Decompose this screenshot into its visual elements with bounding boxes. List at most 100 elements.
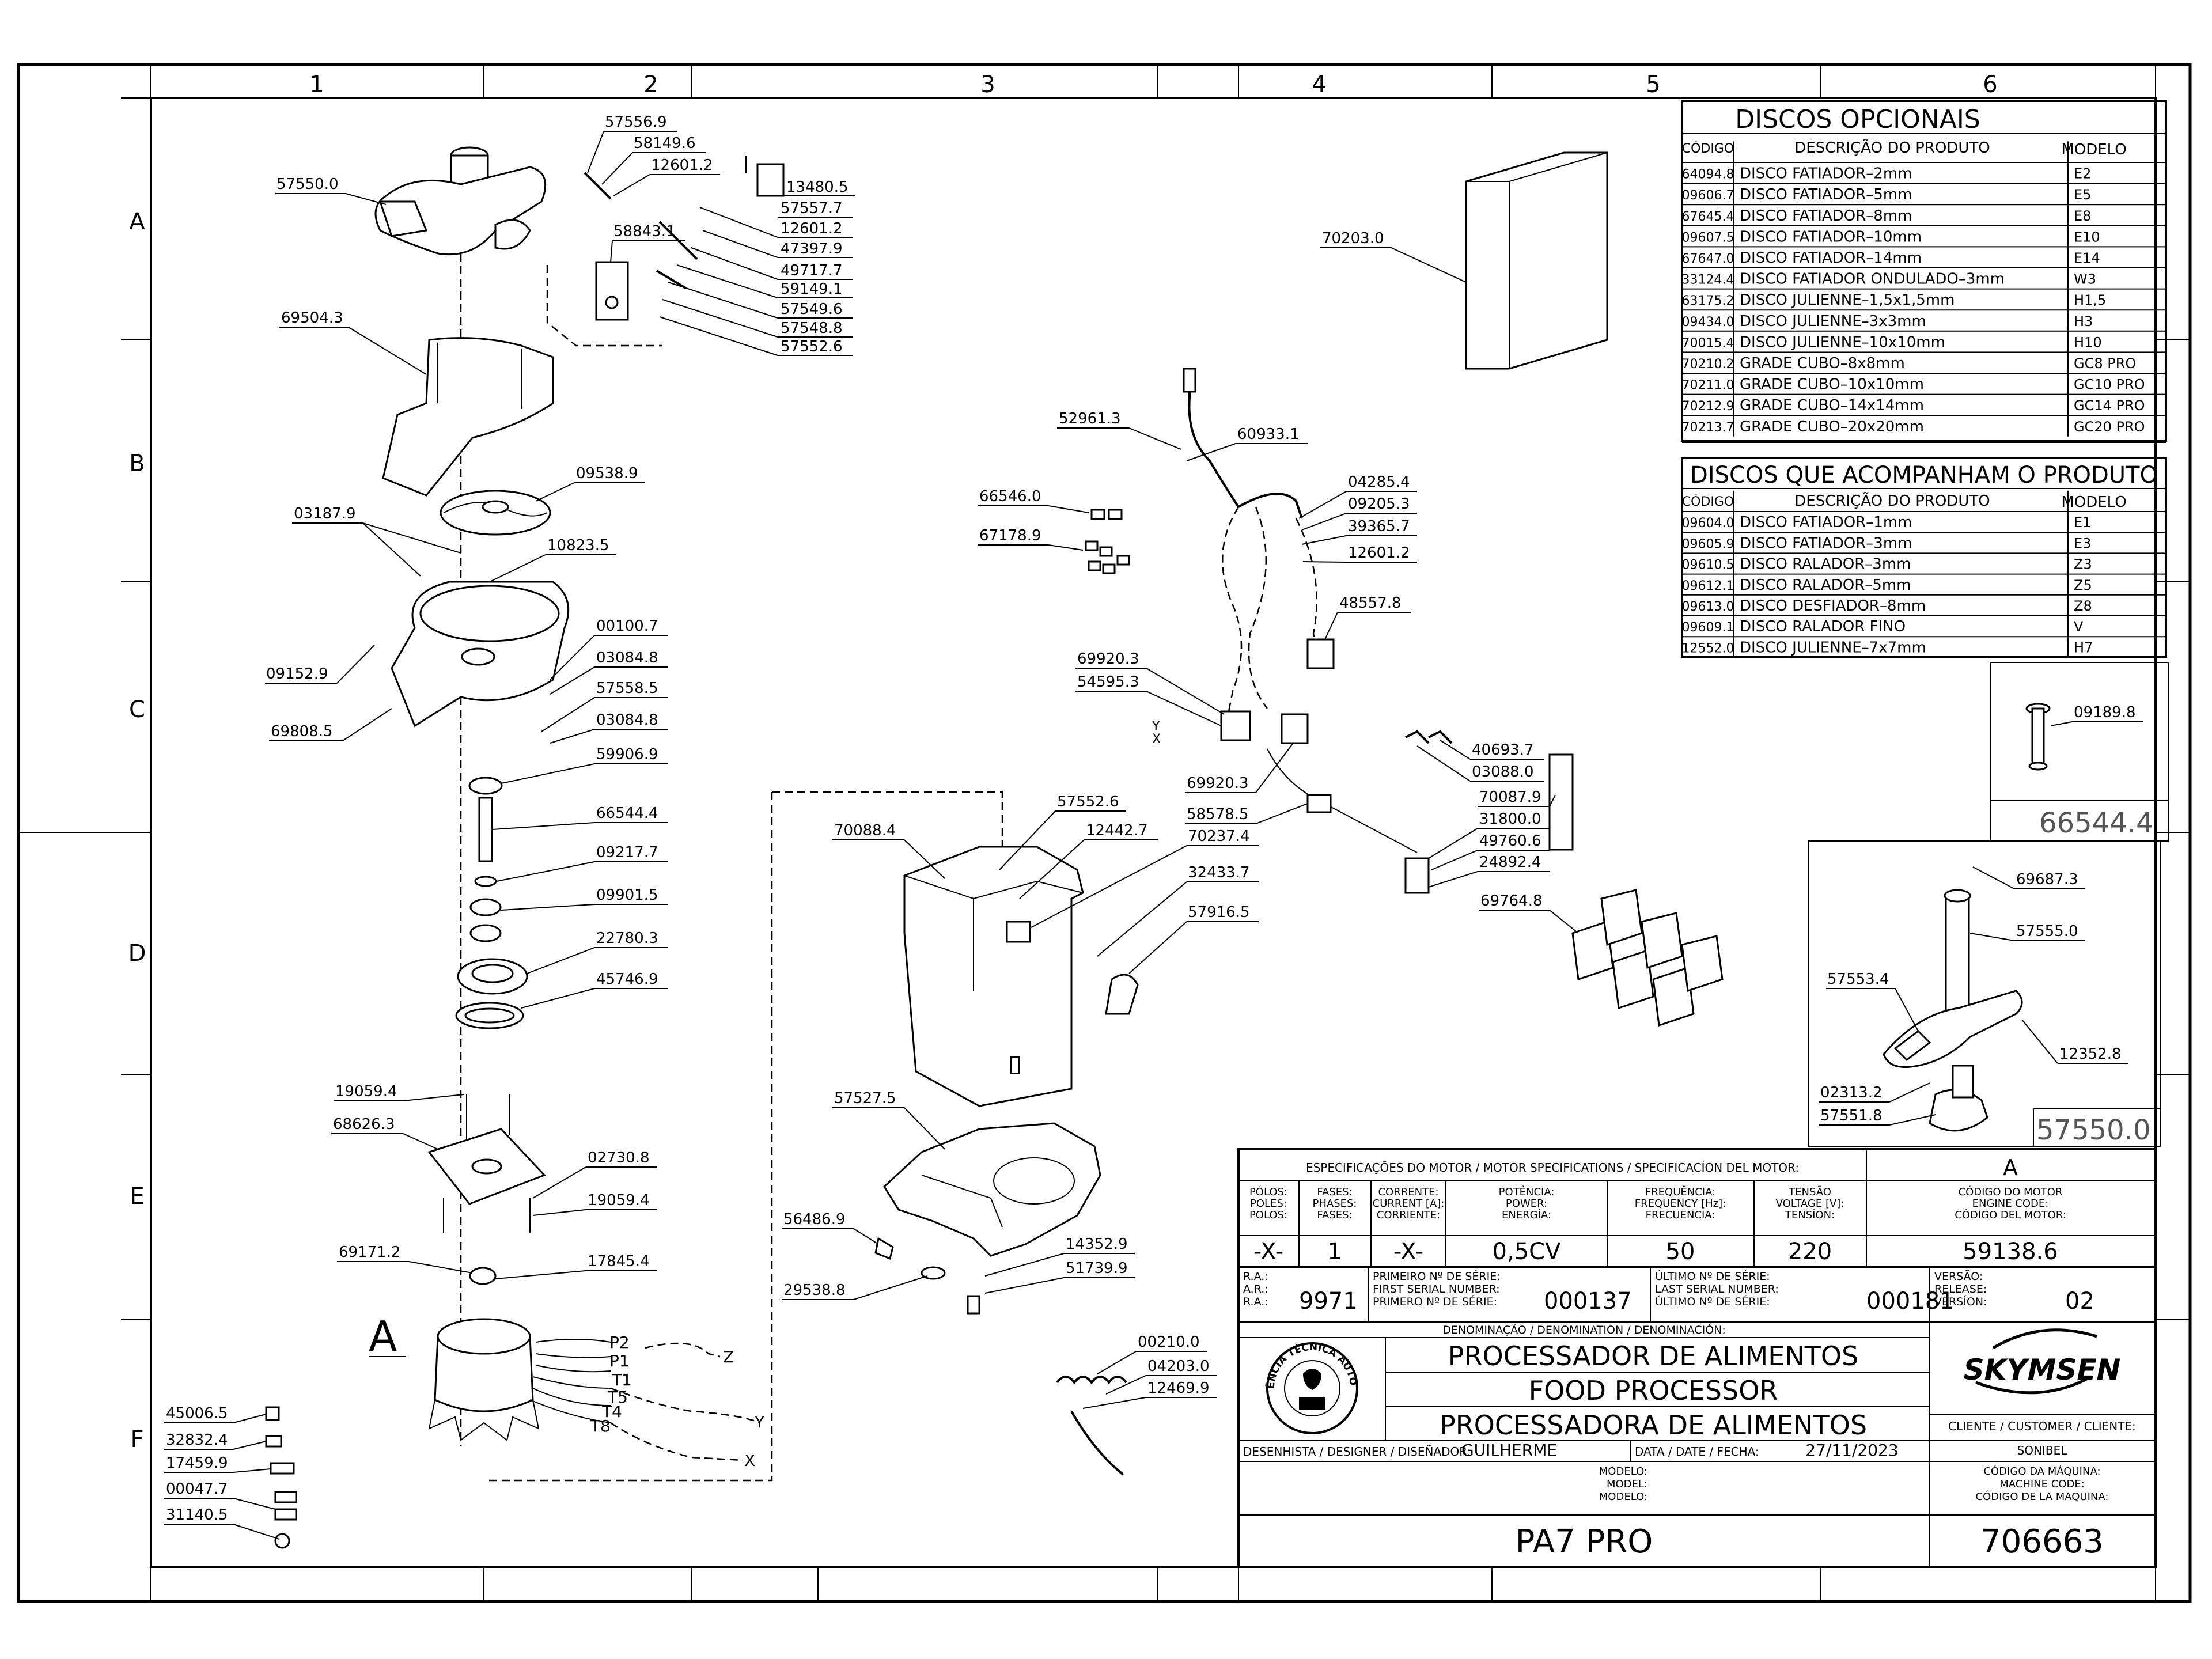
callout: 49760.6 <box>1479 832 1541 850</box>
spec-power-value: 0,5CV <box>1493 1238 1562 1265</box>
grid-col-6: 6 <box>1983 71 1997 98</box>
callout: 49717.7 <box>781 262 843 279</box>
optional-discs-header-model: MODELO <box>2061 141 2126 158</box>
optional-disc-description: DISCO JULIENNE–3x3mm <box>1740 313 1926 330</box>
callout: 47397.9 <box>781 240 843 257</box>
first-serial-label: PRIMEIRO Nº DE SÉRIE:FIRST SERIAL NUMBER… <box>1373 1270 1501 1308</box>
grid-col-2: 2 <box>643 71 658 98</box>
date-value: 27/11/2023 <box>1805 1441 1898 1460</box>
callout: 03187.9 <box>294 505 356 522</box>
first-serial-value: 000137 <box>1544 1288 1632 1315</box>
cord-end-drawing <box>1070 1411 1124 1476</box>
included-disc-description: DISCO FATIADOR–1mm <box>1740 514 1912 531</box>
grid-col-5: 5 <box>1646 71 1660 98</box>
callout: 09217.7 <box>596 844 658 861</box>
callout: 57527.5 <box>834 1090 896 1107</box>
callout: 12352.8 <box>2059 1046 2122 1063</box>
optional-disc-description: DISCO FATIADOR–10mm <box>1740 228 1922 245</box>
optional-disc-description: GRADE CUBO–14x14mm <box>1740 397 1924 414</box>
optional-disc-code: 09434.0 <box>1682 315 1734 329</box>
callout: 02313.2 <box>1820 1084 1883 1101</box>
callout: 70088.4 <box>834 822 896 839</box>
callout: 66544.4 <box>596 805 658 822</box>
optional-disc-code: 67645.4 <box>1682 210 1734 224</box>
optional-disc-code: 09606.7 <box>1682 188 1734 203</box>
last-serial-label: ÚLTIMO Nº DE SÉRIE:LAST SERIAL NUMBER:ÚL… <box>1655 1269 1779 1308</box>
optional-discs-header-code: CÓDIGO <box>1682 141 1734 156</box>
interlock-hardware-drawing <box>546 156 785 347</box>
wire-x-upper: X <box>1152 732 1161 747</box>
callout: 57916.5 <box>1188 904 1250 921</box>
wire-y-upper: Y <box>1152 719 1160 734</box>
callout: 57552.6 <box>1057 793 1119 810</box>
shaft-stack-drawing <box>455 777 528 1029</box>
optional-disc-model: H10 <box>2074 334 2102 350</box>
spec-frequency-value: 50 <box>1666 1238 1695 1265</box>
optional-disc-description: DISCO FATIADOR–2mm <box>1740 165 1912 183</box>
machine-code-value: 706663 <box>1980 1523 2104 1560</box>
callout: 70237.4 <box>1188 828 1250 845</box>
wiring-accessories-drawing <box>265 1406 297 1549</box>
packaging-box-drawing <box>1465 151 1608 370</box>
callout: 57558.5 <box>596 680 658 697</box>
callout: 48557.8 <box>1339 594 1402 612</box>
included-disc-model: H7 <box>2074 639 2093 656</box>
optional-disc-code: 63175.2 <box>1682 294 1734 308</box>
callout: 04285.4 <box>1348 474 1410 491</box>
included-disc-description: DISCO RALADOR FINO <box>1740 618 1906 635</box>
included-disc-model: V <box>2074 619 2084 635</box>
included-disc-code: 09613.0 <box>1682 600 1734 614</box>
callout: 57557.7 <box>781 200 843 217</box>
model-value: PA7 PRO <box>1516 1523 1653 1560</box>
callout: 69171.2 <box>339 1244 401 1261</box>
included-discs-title: DISCOS QUE ACOMPANHAM O PRODUTO <box>1690 462 2158 488</box>
grid-col-4: 4 <box>1312 71 1326 98</box>
spec-header: FASES:PHASES:FASES: <box>1313 1186 1357 1221</box>
wire-p1: P1 <box>609 1351 630 1370</box>
wire-y: Y <box>754 1412 765 1431</box>
included-disc-model: Z5 <box>2074 577 2092 593</box>
disc-drawing <box>440 490 551 536</box>
date-label: DATA / DATE / FECHA: <box>1635 1445 1759 1459</box>
callout: 00210.0 <box>1138 1334 1200 1351</box>
model-label: MODELO:MODEL:MODELO: <box>1599 1465 1647 1503</box>
optional-disc-model: E14 <box>2074 250 2100 266</box>
client-value: SONIBEL <box>2017 1444 2068 1457</box>
optional-discs-header-desc: DESCRIÇÃO DO PRODUTO <box>1794 138 1990 157</box>
optional-disc-code: 70212.9 <box>1682 399 1734 414</box>
included-disc-description: DISCO RALADOR–5mm <box>1740 577 1911 594</box>
optional-disc-model: GC10 PRO <box>2074 377 2145 393</box>
version-label: VERSÃO:RELEASE:VERSÍON: <box>1934 1270 1987 1308</box>
callout: 03088.0 <box>1472 763 1534 781</box>
callout: 68626.3 <box>333 1116 395 1133</box>
version-value: 02 <box>2065 1288 2094 1315</box>
optional-disc-description: DISCO JULIENNE–1,5x1,5mm <box>1740 291 1955 309</box>
wire-x: X <box>744 1451 755 1470</box>
lid-assembly-drawing <box>374 146 547 1446</box>
callout: 45006.5 <box>166 1405 228 1422</box>
callout: 69920.3 <box>1077 650 1139 668</box>
callout: 58578.5 <box>1187 806 1249 823</box>
callout: 57551.8 <box>1820 1107 1883 1124</box>
callout: 57553.4 <box>1827 971 1889 988</box>
motor-spec-title: ESPECIFICAÇÕES DO MOTOR / MOTOR SPECIFIC… <box>1306 1161 1799 1175</box>
wire-t4: T4 <box>601 1402 622 1421</box>
callout: 19059.4 <box>588 1192 650 1209</box>
electrical-wiring-drawing <box>1085 368 1724 1027</box>
callout: 39365.7 <box>1348 518 1410 535</box>
callout: 69920.3 <box>1187 775 1249 792</box>
included-disc-code: 09610.5 <box>1682 558 1734 573</box>
client-label: CLIENTE / CUSTOMER / CLIENTE: <box>1948 1419 2136 1433</box>
last-serial-value: 000181 <box>1866 1288 1955 1315</box>
optional-disc-code: 70211.0 <box>1682 378 1734 393</box>
callout: 57552.6 <box>781 338 843 355</box>
spec-engine-code-value: 59138.6 <box>1963 1238 2058 1265</box>
motor-marker-label: A <box>369 1312 397 1361</box>
product-name-en: FOOD PROCESSOR <box>1529 1375 1778 1406</box>
skymsen-logo: SKYMSEN <box>1964 1328 2120 1395</box>
callout: 09189.8 <box>2074 704 2136 721</box>
callout: 69687.3 <box>2016 871 2078 888</box>
callout: 32832.4 <box>166 1431 228 1449</box>
ra-value: 9971 <box>1299 1288 1358 1315</box>
